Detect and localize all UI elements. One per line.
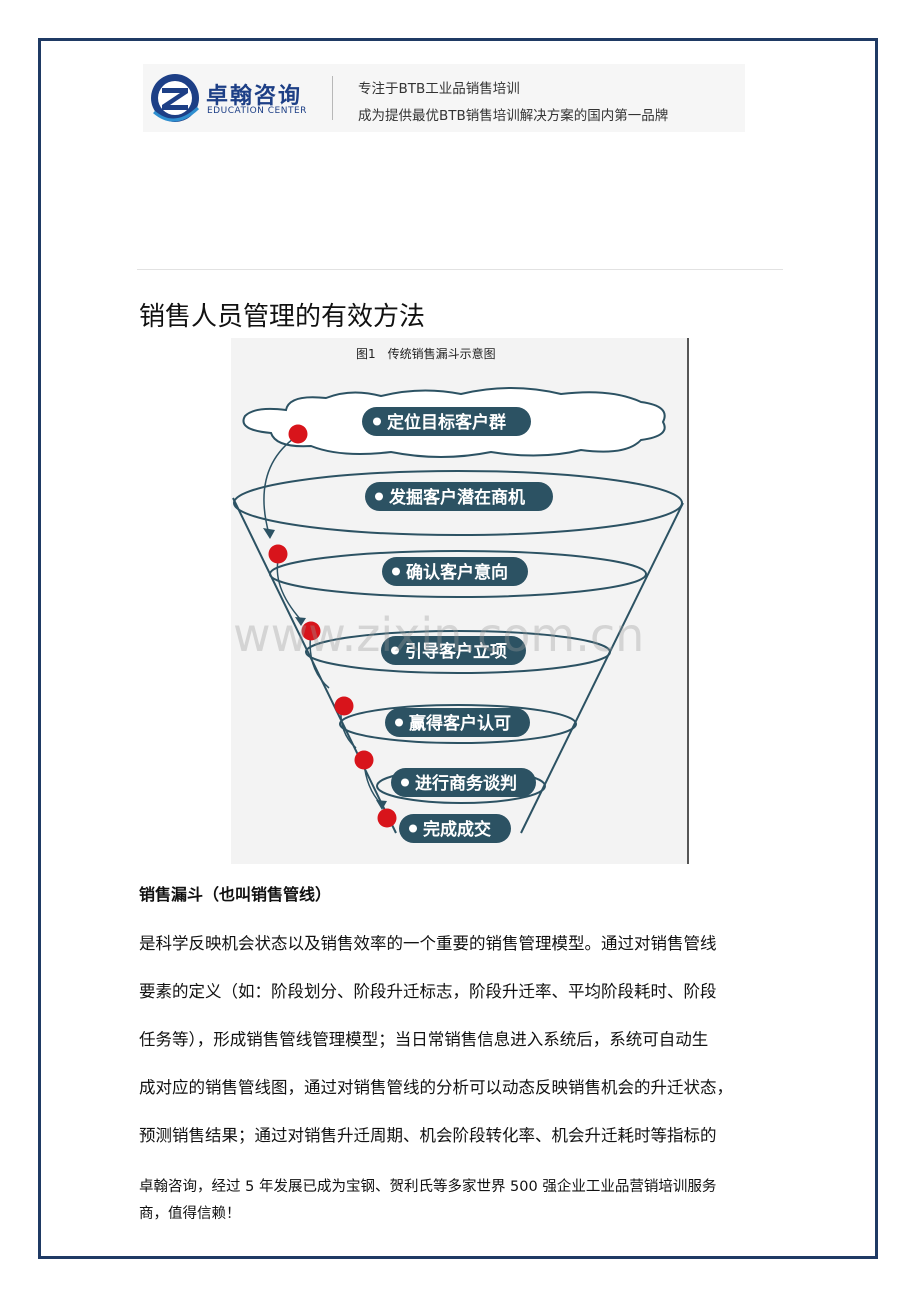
svg-text:完成成交: 完成成交 [423, 819, 491, 840]
svg-text:进行商务谈判: 进行商务谈判 [415, 773, 517, 794]
paragraph-line: 是科学反映机会状态以及销售效率的一个重要的销售管理模型。通过对销售管线 [139, 934, 717, 953]
stage-label-1: 定位目标客户群 [362, 407, 531, 436]
funnel-ring-4 [339, 704, 577, 744]
funnel-ring-1 [233, 470, 683, 536]
page-frame [38, 38, 878, 1259]
section-heading: 销售漏斗（也叫销售管线） [139, 885, 332, 904]
brand-subtitle: EDUCATION CENTER [207, 106, 307, 116]
header-divider [137, 269, 783, 270]
stage-label-7: 完成成交 [399, 814, 511, 843]
stage-marker-4 [334, 696, 354, 716]
svg-text:定位目标客户群: 定位目标客户群 [387, 412, 506, 433]
funnel-ring-3 [305, 630, 611, 674]
footer-line: 商，值得信赖！ [139, 1206, 241, 1222]
tagline-line-1: 专注于BTB工业品销售培训 [358, 81, 520, 97]
figure-caption: 图1 传统销售漏斗示意图 [356, 346, 496, 361]
stage-marker-2 [268, 544, 288, 564]
page-title: 销售人员管理的有效方法 [139, 302, 426, 332]
stage-label-2: 发掘客户潜在商机 [365, 482, 553, 511]
flow-arrow-1 [263, 435, 298, 535]
brand-name: 卓翰咨询 [206, 84, 303, 109]
arrowhead-2-icon [295, 617, 306, 626]
funnel-right-edge [520, 502, 684, 834]
banner-divider [332, 76, 333, 120]
paragraph-line: 预测销售结果；通过对销售升迁周期、机会阶段转化率、机会升迁耗时等指标的 [139, 1126, 717, 1145]
brand-logo-icon [151, 74, 200, 122]
header-banner [143, 64, 745, 132]
stage-marker-5 [354, 750, 374, 770]
footer-line: 卓翰咨询，经过 5 年发展已成为宝钢、贺利氏等多家世界 500 强企业工业品营销… [139, 1179, 717, 1195]
svg-text:确认客户意向: 确认客户意向 [406, 562, 508, 583]
paragraph-line: 任务等），形成销售管线管理模型；当日常销售信息进入系统后，系统可自动生 [139, 1030, 709, 1049]
svg-text:引导客户立项: 引导客户立项 [405, 641, 507, 662]
paragraph-line: 要素的定义（如：阶段划分、阶段升迁标志，阶段升迁率、平均阶段耗时、阶段 [139, 982, 717, 1001]
tagline-line-2: 成为提供最优BTB销售培训解决方案的国内第一品牌 [358, 108, 669, 124]
arrowhead-1-icon [263, 528, 275, 539]
paragraph-line: 成对应的销售管线图，通过对销售管线的分析可以动态反映销售机会的升迁状态， [139, 1078, 733, 1097]
watermark-text: www.zixin.com.cn [233, 608, 644, 662]
stage-marker-1 [288, 424, 308, 444]
funnel-left-edge [232, 497, 397, 834]
arrowhead-5-icon [376, 800, 387, 810]
stage-label-5: 赢得客户认可 [385, 708, 530, 737]
svg-text:发掘客户潜在商机: 发掘客户潜在商机 [388, 487, 525, 508]
funnel-ring-2 [269, 550, 647, 598]
stage-marker-6 [377, 808, 397, 828]
stage-label-6: 进行商务谈判 [391, 768, 536, 797]
stage-marker-3 [301, 621, 321, 641]
sales-funnel-figure: 图1 传统销售漏斗示意图 定位目标客户群 发掘客户潜在商机 确认客户意向 引导客… [231, 338, 689, 864]
stage-label-3: 确认客户意向 [382, 557, 528, 586]
svg-text:赢得客户认可: 赢得客户认可 [409, 713, 511, 734]
stage-label-4: 引导客户立项 [381, 636, 526, 665]
